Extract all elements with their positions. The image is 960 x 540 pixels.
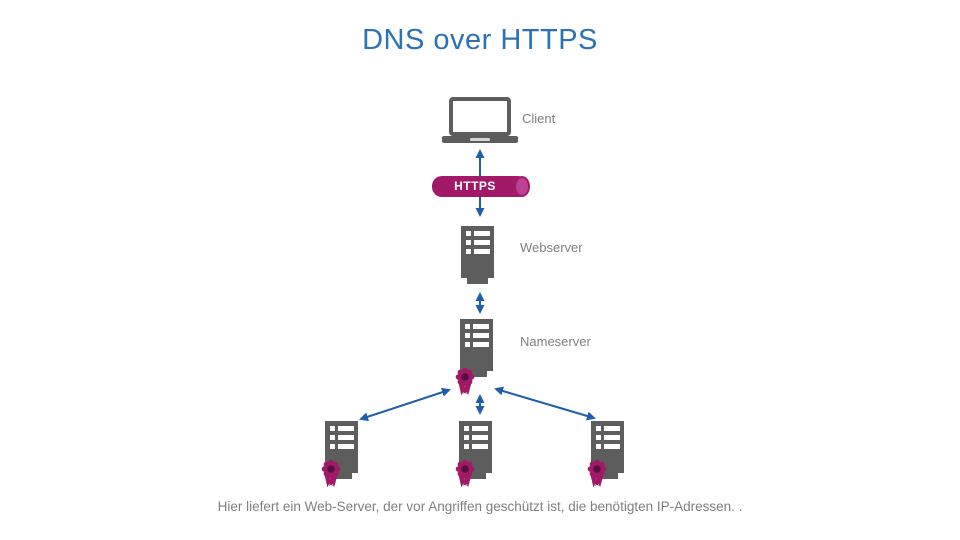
client-label: Client <box>522 111 556 126</box>
arrow-nameserver-left-server <box>359 387 451 422</box>
webserver-icon <box>461 226 494 284</box>
laptop-icon <box>449 97 511 136</box>
nameserver-label: Nameserver <box>520 334 591 349</box>
caption-text: Hier liefert ein Web-Server, der vor Ang… <box>217 499 743 514</box>
certificate-badge-icon <box>587 459 607 488</box>
cylinder-cap <box>514 176 530 197</box>
resolver-server-icon <box>459 421 492 479</box>
https-pill: HTTPS <box>432 176 530 197</box>
laptop-base <box>442 136 518 143</box>
webserver-label: Webserver <box>520 240 583 255</box>
arrow-nameserver-right-server <box>494 386 596 421</box>
https-pill-label: HTTPS <box>454 179 496 193</box>
certificate-badge-icon <box>321 459 341 488</box>
nameserver-icon <box>460 319 493 377</box>
page-title: DNS over HTTPS <box>362 24 598 56</box>
certificate-badge-icon <box>455 459 475 488</box>
certificate-badge-icon <box>455 367 475 396</box>
laptop-notch <box>470 138 490 141</box>
